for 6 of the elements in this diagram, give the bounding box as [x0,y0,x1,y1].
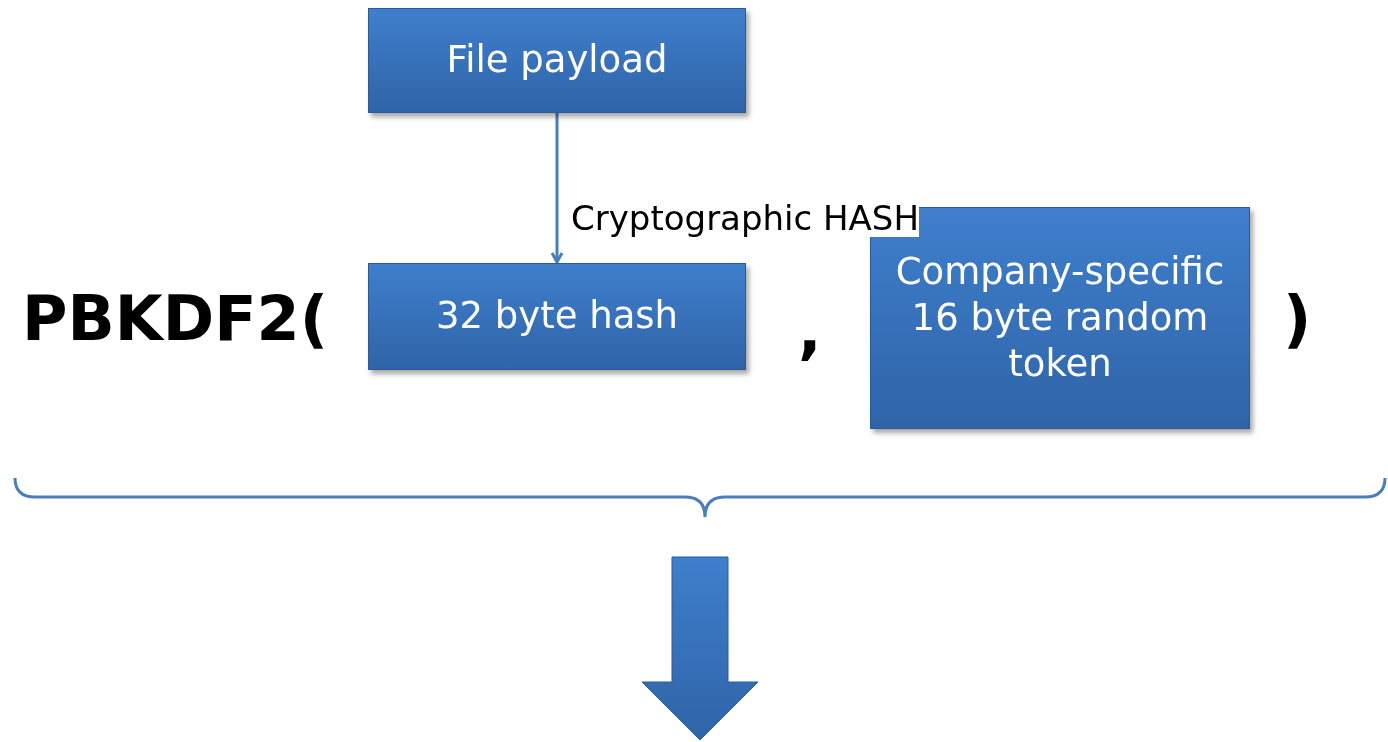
separator-comma: , [798,300,822,362]
process-box: 32 byte hash [368,263,746,370]
closing-parenthesis: ) [1283,288,1312,350]
arrow [550,113,564,264]
process-box: File payload [368,8,746,113]
function-name: PBKDF2( [22,288,329,350]
